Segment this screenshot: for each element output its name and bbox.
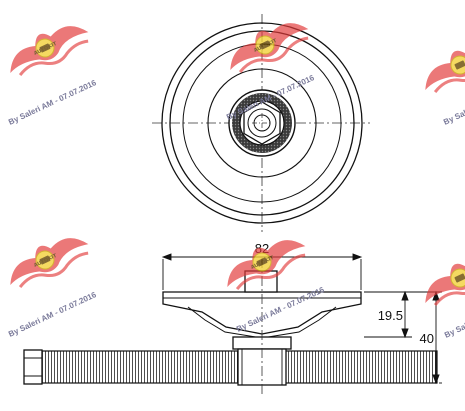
watermark-text-4: By Saleri AM - 07.07.2016 [7,290,98,339]
pulley-hub-circle [207,68,317,178]
bolt-head [23,349,43,385]
pulley-outer-rim [161,22,363,224]
watermark-5: AUTOKIT [216,227,313,298]
watermark-text-1: By Saleri AM - 07.07.2016 [7,78,98,127]
watermark-text-3: By Saleri AM - 07.07.2016 [442,78,465,127]
watermark-text-6: By Saleri AM - 07.07.2016 [443,291,465,340]
height-dimension-label: 40 [420,331,434,346]
watermark-3 [414,30,465,101]
watermark-4: AUTOKIT [0,225,96,296]
width-dimension-label: 19.5 [378,308,403,323]
pulley-front-view [152,14,370,232]
watermark-1: AUTOKIT [0,13,96,84]
watermark-2: AUTOKIT [219,10,316,81]
watermark-6 [414,243,465,314]
nut-washer [247,108,277,138]
